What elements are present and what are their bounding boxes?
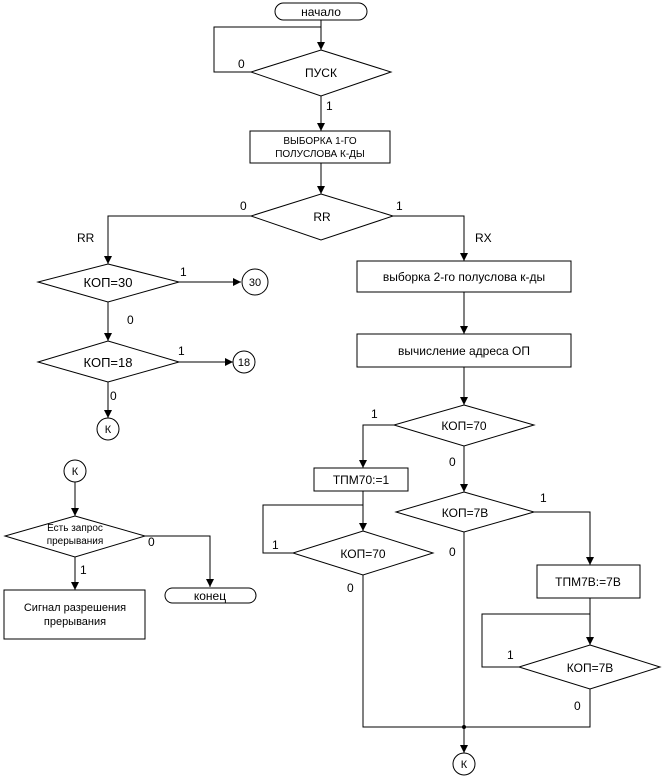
edge-label-rr-0: 0	[240, 199, 247, 213]
connector-18: 18	[232, 350, 256, 374]
edge-label-kop70-0: 0	[449, 455, 456, 469]
decision-interrupt: Есть запрос прерывания	[3, 515, 147, 558]
decision-kop70-label: КОП=70	[441, 419, 486, 433]
process-signal-label-2: прерывания	[44, 616, 106, 628]
connector-18-label: 18	[238, 357, 250, 369]
connector-lines	[71, 20, 594, 753]
edge-kop70w-exit	[362, 575, 464, 728]
edge-label-kop7b-0: 0	[449, 545, 456, 559]
decision-rr: RR	[249, 193, 395, 241]
edge-label-kop18-0: 0	[110, 389, 117, 403]
edge-label-pusk-1: 1	[326, 99, 333, 113]
edge-label-kop70-1: 1	[371, 407, 378, 421]
connector-k-rr-label: К	[105, 424, 112, 436]
connector-k-bottom-label: К	[461, 759, 468, 771]
terminal-start-label: начало	[301, 5, 341, 19]
decision-kop7b-label: КОП=7В	[442, 506, 489, 520]
edge-label-kop7bw-1: 1	[507, 648, 514, 662]
decision-interrupt-label-2: прерывания	[47, 536, 104, 547]
edge-kop7bw-loop	[481, 613, 590, 668]
edge-kop7b-tpm7b	[534, 511, 594, 565]
edge-label-kop30-0: 0	[127, 313, 134, 327]
decision-kop7b: КОП=7В	[394, 491, 536, 533]
branch-label-rr: RR	[77, 231, 95, 245]
decision-interrupt-label-1: Есть запрос	[47, 523, 103, 534]
process-calc-addr-label: вычисление адреса ОП	[398, 344, 530, 358]
connector-k-rr: К	[96, 417, 120, 441]
connector-30: 30	[241, 268, 269, 296]
process-fetch1: ВЫБОРКА 1-ГО ПОЛУСЛОВА К-ДЫ	[249, 130, 391, 164]
edge-label-int-1: 1	[80, 563, 87, 577]
process-fetch1-label-2: ПОЛУСЛОВА К-ДЫ	[275, 149, 365, 160]
edge-rr-right	[393, 215, 468, 261]
process-signal: Сигнал разрешения прерывания	[3, 589, 146, 640]
edge-label-kop7bw-0: 0	[574, 699, 581, 713]
terminal-end: конец	[164, 587, 257, 604]
decision-kop30: КОП=30	[36, 263, 181, 303]
process-calc-addr: вычисление адреса ОП	[356, 333, 572, 368]
decision-kop70-wait: КОП=70	[291, 530, 435, 576]
branch-label-rx: RX	[475, 231, 492, 245]
edge-kop7bw-exit	[464, 689, 591, 728]
edge-label-int-0: 0	[148, 535, 155, 549]
process-tpm70-label: ТПМ70:=1	[333, 473, 390, 487]
connector-k-bottom: К	[452, 752, 476, 776]
decision-kop30-label: КОП=30	[84, 275, 133, 290]
edge-pusk-loop	[213, 26, 321, 73]
process-fetch2: выборка 2-го полуслова к-ды	[356, 260, 572, 293]
edge-label-kop70w-1: 1	[272, 538, 279, 552]
decision-kop18: КОП=18	[36, 340, 181, 383]
decision-rr-label: RR	[313, 210, 331, 224]
edge-kop70w-loop	[262, 504, 363, 554]
junction-dot	[462, 725, 466, 729]
edge-labels: 0 1 0 1 1 0 1 0 1 0 1 0 1 0 1 0 0 1	[80, 57, 581, 713]
edge-label-rr-1: 1	[396, 199, 403, 213]
decision-kop70: КОП=70	[392, 404, 536, 447]
edge-label-kop70w-0: 0	[347, 581, 354, 595]
terminal-end-label: конец	[194, 589, 226, 603]
decision-pusk-label: ПУСК	[305, 66, 337, 80]
process-tpm7b-label: ТПМ7В:=7В	[555, 575, 621, 589]
process-fetch2-label: выборка 2-го полуслова к-ды	[383, 270, 545, 284]
decision-pusk: ПУСК	[249, 49, 393, 97]
process-signal-label-1: Сигнал разрешения	[24, 602, 126, 614]
decision-kop70-wait-label: КОП=70	[340, 547, 385, 561]
process-fetch1-label-1: ВЫБОРКА 1-ГО	[283, 136, 356, 147]
edge-rr-left	[104, 215, 251, 264]
edge-kop70-tpm70	[359, 424, 394, 468]
terminal-start: начало	[274, 2, 368, 21]
connector-30-label: 30	[249, 277, 261, 289]
edge-label-kop7b-1: 1	[540, 491, 547, 505]
edge-label-kop30-1: 1	[180, 265, 187, 279]
process-tpm70: ТПМ70:=1	[313, 467, 409, 492]
edge-label-kop18-1: 1	[178, 344, 185, 358]
edge-label-pusk-0: 0	[238, 57, 245, 71]
decision-kop7b-wait-label: КОП=7В	[567, 661, 614, 675]
process-tpm7b: ТПМ7В:=7В	[536, 564, 641, 599]
decision-kop7b-wait: КОП=7В	[517, 644, 662, 690]
decision-kop18-label: КОП=18	[84, 355, 133, 370]
connector-k-top: К	[63, 459, 87, 483]
connector-k-top-label: К	[72, 466, 79, 478]
edge-interrupt-end	[145, 535, 214, 587]
